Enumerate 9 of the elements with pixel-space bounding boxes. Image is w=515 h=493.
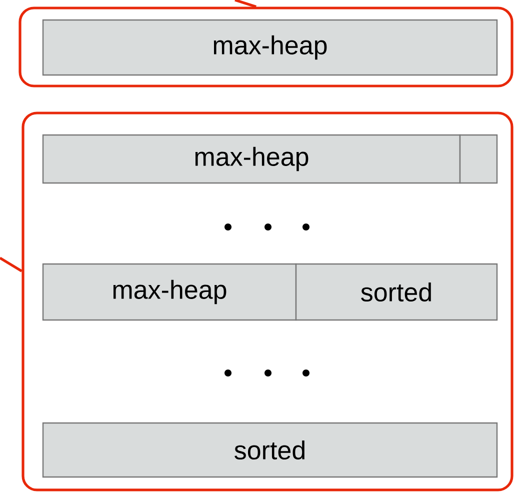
array-segment: sorted <box>42 422 498 478</box>
array-segment: max-heap <box>42 19 498 76</box>
group-outline <box>18 6 514 88</box>
array-segment: sorted <box>295 263 498 321</box>
empty-array-cell <box>459 134 498 184</box>
connector-line <box>0 256 22 272</box>
array-segment: max-heap <box>42 263 297 321</box>
connector-line <box>234 0 256 8</box>
group-outline <box>22 112 514 492</box>
